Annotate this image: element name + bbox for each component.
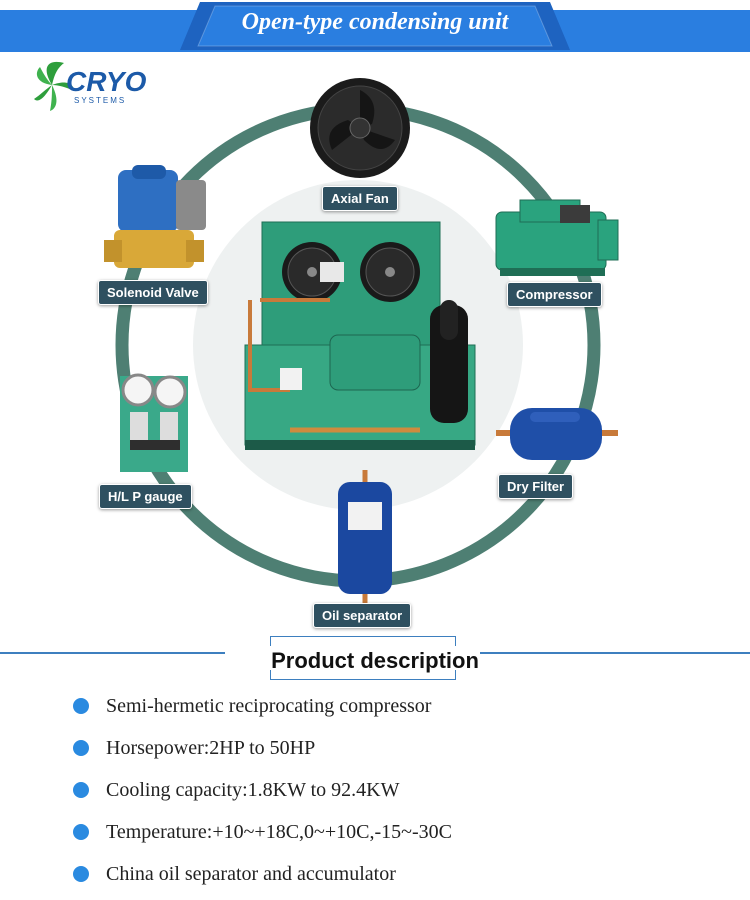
feature-list: Semi-hermetic reciprocating compressor H… [70, 690, 452, 900]
label-solenoid-valve: Solenoid Valve [98, 280, 208, 305]
axial-fan-image [310, 78, 410, 178]
cryo-systems-logo: CRYO SYSTEMS [34, 61, 147, 111]
label-oil-separator: Oil separator [313, 603, 412, 628]
feature-item: Horsepower:2HP to 50HP [70, 732, 452, 774]
label-dry-filter: Dry Filter [498, 474, 574, 499]
svg-text:CRYO: CRYO [66, 66, 147, 97]
label-hl-gauge: H/L P gauge [99, 484, 192, 509]
bullet-icon [73, 740, 89, 756]
feature-item: Cooling capacity:1.8KW to 92.4KW [70, 774, 452, 816]
leaf-icon [34, 61, 74, 111]
svg-text:SYSTEMS: SYSTEMS [74, 96, 126, 105]
title-banner [0, 2, 750, 52]
divider-right [480, 652, 750, 654]
bullet-icon [73, 824, 89, 840]
feature-item: China oil separator and accumulator [70, 858, 452, 900]
bullet-icon [73, 866, 89, 882]
section-heading: Product description [271, 648, 479, 673]
condensing-unit-image [244, 221, 476, 450]
dry-filter-image [496, 408, 618, 460]
bullet-icon [73, 698, 89, 714]
solenoid-valve-image [104, 165, 206, 268]
components-diagram [104, 78, 619, 605]
page-title: Open-type condensing unit [241, 9, 509, 35]
label-axial-fan: Axial Fan [322, 186, 398, 211]
bullet-icon [73, 782, 89, 798]
feature-item: Temperature:+10~+18C,0~+10C,-15~-30C [70, 816, 452, 858]
hl-gauge-image [120, 373, 188, 472]
label-compressor: Compressor [507, 282, 602, 307]
compressor-image [495, 199, 619, 276]
divider-left [0, 652, 225, 654]
feature-item: Semi-hermetic reciprocating compressor [70, 690, 452, 732]
oil-separator-image [338, 470, 392, 605]
